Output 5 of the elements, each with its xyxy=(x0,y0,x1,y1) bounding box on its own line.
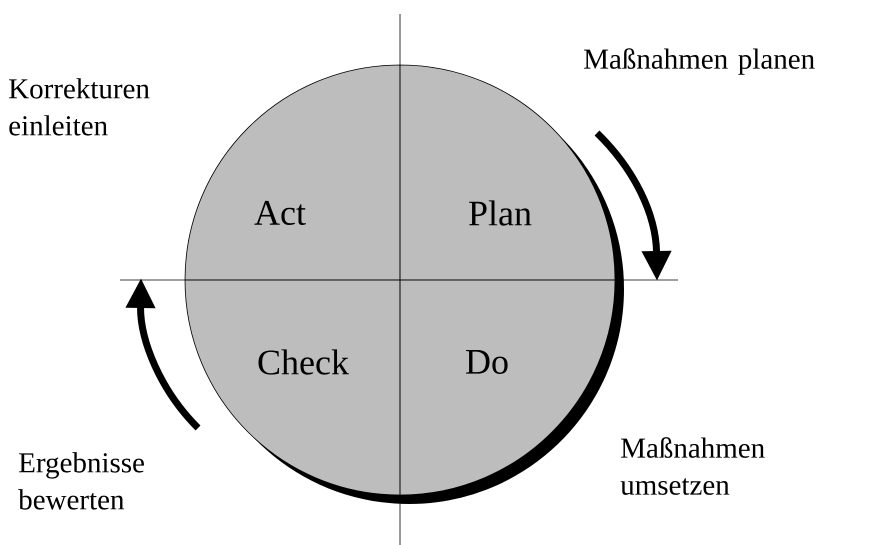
quadrant: Check xyxy=(184,280,400,496)
quadrant: Act xyxy=(184,64,400,280)
caption-text: Korrekturen einleiten xyxy=(9,78,150,136)
caption-text: Ergebnisse bewerten xyxy=(18,452,144,510)
quadrant: Do xyxy=(400,280,616,496)
